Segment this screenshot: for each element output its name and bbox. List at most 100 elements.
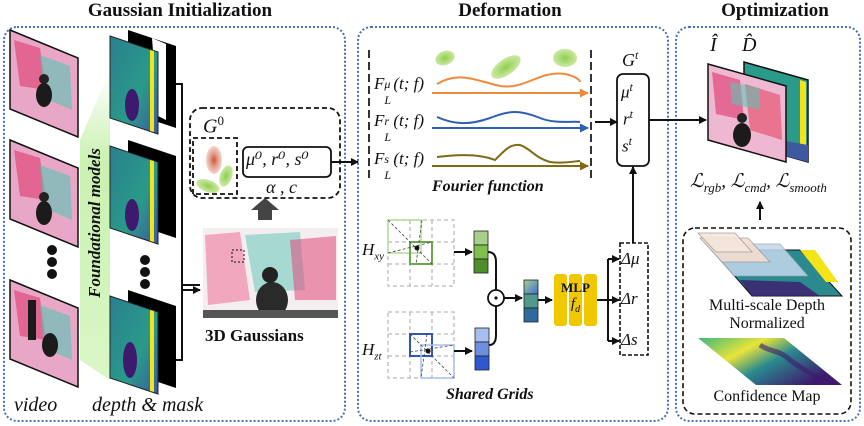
shared-grids-label: Shared Grids <box>446 386 534 403</box>
gaussian-top-icon-1 <box>435 50 455 66</box>
fourier-r-sub: L <box>384 130 392 144</box>
g0-dashed-box <box>189 107 341 199</box>
fourier-s-sup: s <box>384 152 390 166</box>
panel-deformation <box>357 26 669 422</box>
hxy-label: Hxy <box>362 240 384 262</box>
merge-bracket <box>176 83 200 361</box>
d-hat-label: D̂ <box>742 34 757 56</box>
g0-params-label: μ⁰, r⁰, s⁰ <box>246 149 309 169</box>
gaussians-scene-image <box>203 228 338 318</box>
gt-mu-symbol: μ <box>621 82 630 102</box>
gt-param-s: st <box>622 134 632 157</box>
loss-functions-label: ℒrgb, ℒcmd, ℒsmooth <box>690 171 827 195</box>
g0-symbol: G <box>203 115 218 138</box>
depth-mask-stack-2 <box>109 140 176 245</box>
fourier-curve-mu <box>436 72 581 88</box>
hzt-to-hadamard-line <box>488 306 497 346</box>
hzt-label: Hzt <box>362 340 382 362</box>
fourier-function-label: Fourier function <box>432 178 544 195</box>
fourier-mu-F: F <box>374 74 385 93</box>
depth-mask-stack-1 <box>109 30 176 135</box>
mlp-f-symbol: f <box>570 296 576 312</box>
depth-confidence-dashed-box <box>682 227 852 415</box>
mlp-fd-label: fd <box>554 296 597 315</box>
deltas-dashed-box <box>619 242 649 356</box>
video-ellipsis-icon <box>47 245 57 279</box>
up-arrow-icon <box>251 198 279 220</box>
fourier-r-sup: r <box>384 114 390 128</box>
delta-mu-label: Δμ <box>621 249 640 268</box>
section-title-optimization: Optimization <box>721 0 829 21</box>
gaussian-red-icon <box>206 146 222 174</box>
confidence-map-image <box>698 338 842 385</box>
g0-alpha-c-label: α , c <box>266 177 297 197</box>
hxy-symbol: H <box>362 240 375 259</box>
mlp-to-deltas-arrows <box>597 259 609 341</box>
fourier-mu-sup: μ <box>384 77 391 91</box>
hzt-feature-vector <box>474 327 490 371</box>
mlp-block <box>554 274 597 326</box>
fourier-r-F: F <box>374 111 385 130</box>
loss-cmd-sub: cmd <box>744 179 767 195</box>
fourier-mu-sub: L <box>384 93 392 107</box>
g0-label: G0 <box>203 113 224 139</box>
gaussian-top-icon-2 <box>491 55 521 79</box>
gaussian-green-icon <box>219 165 233 187</box>
hxy-grid <box>387 219 455 287</box>
video-frame-1 <box>9 28 79 139</box>
loss-rgb-symbol: ℒ <box>690 171 704 192</box>
delta-s-label: Δs <box>621 330 638 349</box>
gt-label: Gt <box>622 48 638 71</box>
fourier-r-arg: (t; f) <box>393 111 425 130</box>
mlp-d-subscript: d <box>575 304 581 315</box>
gt-r-symbol: r <box>623 109 630 129</box>
section-title-deformation: Deformation <box>458 0 562 21</box>
gaussians-label: 3D Gaussians <box>205 326 304 345</box>
hxy-subscript: xy <box>374 250 385 263</box>
video-frame-2 <box>9 138 79 249</box>
g0-gaussian-thumb-box <box>192 137 238 195</box>
multiscale-depth-stack <box>697 232 844 297</box>
fourier-mu-arg: (t; f) <box>393 74 425 93</box>
gt-s-sup: t <box>628 134 632 148</box>
loss-smooth-symbol: ℒ <box>775 171 790 192</box>
video-label: video <box>14 394 58 416</box>
hadamard-dot <box>494 296 498 300</box>
panel-initialization <box>3 26 346 422</box>
delta-r-label: Δr <box>621 289 638 308</box>
section-title-initialization: Gaussian Initialization <box>87 0 273 21</box>
foundational-models-label: Foundational models <box>85 148 104 298</box>
loss-rgb-sub: rgb <box>703 179 722 195</box>
video-frame-3 <box>9 278 79 389</box>
loss-cmd-symbol: ℒ <box>730 171 745 192</box>
foundational-models-band <box>80 70 110 380</box>
hxy-feature-vector <box>473 230 489 274</box>
fourier-s-sub: L <box>384 168 392 182</box>
depth-mask-label: depth & mask <box>92 394 204 416</box>
fourier-s-arg: (t; f) <box>393 149 425 168</box>
fourier-curve-r <box>436 111 581 125</box>
gt-mu-sup: t <box>629 80 633 94</box>
gt-r-sup: t <box>629 107 633 121</box>
loss-smooth-sub: smooth <box>789 179 827 195</box>
fourier-s-F: F <box>374 149 385 168</box>
hzt-symbol: H <box>362 340 375 359</box>
gt-param-r: rt <box>623 107 633 130</box>
i-hat-label: Î <box>710 34 717 56</box>
gt-superscript: t <box>635 48 639 62</box>
panel-optimization <box>675 26 861 422</box>
hxy-to-hadamard-line <box>487 251 497 290</box>
gt-s-symbol: s <box>622 136 629 156</box>
depth-ellipsis-icon <box>140 255 150 289</box>
g0-superscript: 0 <box>217 113 224 128</box>
combined-feature-vector <box>523 279 539 323</box>
confidence-map-label: Confidence Map <box>713 388 821 405</box>
rendered-rgb-image <box>707 63 787 163</box>
gaussian-green-red-icon <box>196 179 220 193</box>
depth-mask-stack-3 <box>109 290 176 395</box>
fourier-curve-s <box>436 143 581 164</box>
